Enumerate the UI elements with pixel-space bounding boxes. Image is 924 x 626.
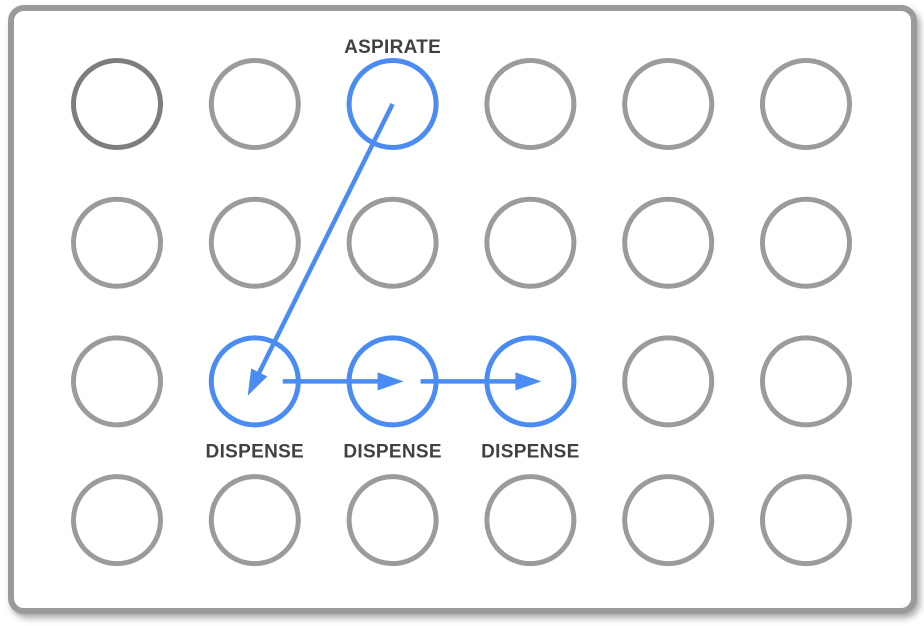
arrow-dispense-1-to-2-head-icon [377,372,404,391]
well-r2c4 [484,196,577,289]
well-r2c5 [622,196,715,289]
dispense-label-3: DISPENSE [481,441,580,462]
well-aspirate [346,58,439,150]
wells-layer [71,58,852,567]
well-r4c3 [346,474,439,567]
well-r1c1 [71,58,163,150]
arrow-dispense-2-to-3-head-icon [515,372,542,391]
well-r4c4 [484,474,577,567]
dispense-label-2: DISPENSE [343,441,442,462]
well-r2c1 [71,196,163,289]
arrows-layer [247,102,542,396]
arrow-aspirate-to-dispense-1-shaft [253,102,395,381]
well-r4c5 [622,474,715,567]
well-r3c1 [71,335,163,428]
well-r4c1 [71,474,163,567]
well-r1c6 [760,58,852,150]
well-r1c4 [484,58,577,150]
well-r1c5 [622,58,715,150]
well-r4c6 [760,474,852,567]
well-r2c3 [346,196,439,289]
well-r4c2 [208,474,301,567]
well-r1c2 [208,58,301,150]
dispense-label-1: DISPENSE [206,441,305,462]
well-r2c6 [760,196,852,289]
arrow-aspirate-to-dispense-1-head-icon [247,368,268,396]
labels-layer: ASPIRATE DISPENSE DISPENSE DISPENSE [206,37,580,462]
well-r3c5 [622,335,715,428]
well-r2c2 [208,196,301,289]
well-r3c6 [760,335,852,428]
aspirate-label: ASPIRATE [344,37,441,58]
